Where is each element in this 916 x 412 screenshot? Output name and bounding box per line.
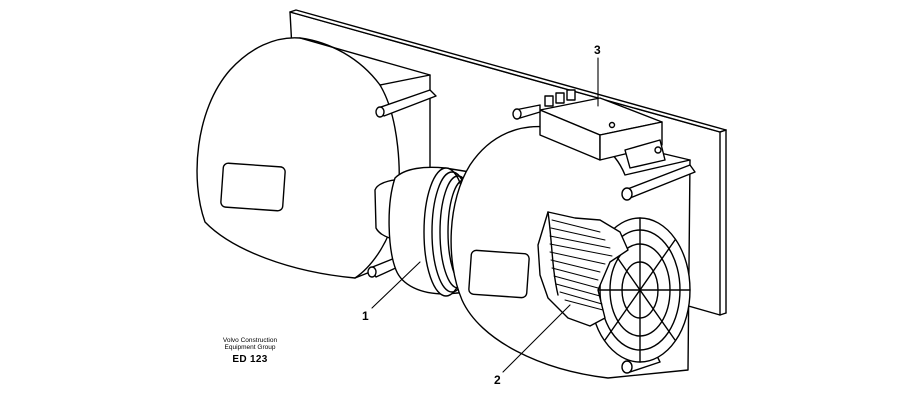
credit-line-2: Equipment Group: [224, 343, 276, 351]
callout-3: 3: [594, 43, 601, 57]
outlet-bezel: [537, 211, 629, 327]
publisher-credit: Volvo Construction Equipment Group ED 12…: [200, 337, 300, 365]
leader-lines: [371, 57, 599, 373]
right-housing-label-plate: [468, 249, 530, 299]
leader-line-2: [502, 304, 571, 373]
left-tie-rod: [367, 89, 437, 278]
left-housing-label-plate: [220, 162, 286, 212]
leader-line-1: [371, 261, 421, 309]
figure-code: ED 123: [232, 353, 268, 365]
callout-2: 2: [494, 373, 501, 387]
switch-box: [512, 89, 666, 169]
credit-line-1: Volvo Construction: [222, 337, 278, 344]
callout-1: 1: [362, 309, 369, 323]
